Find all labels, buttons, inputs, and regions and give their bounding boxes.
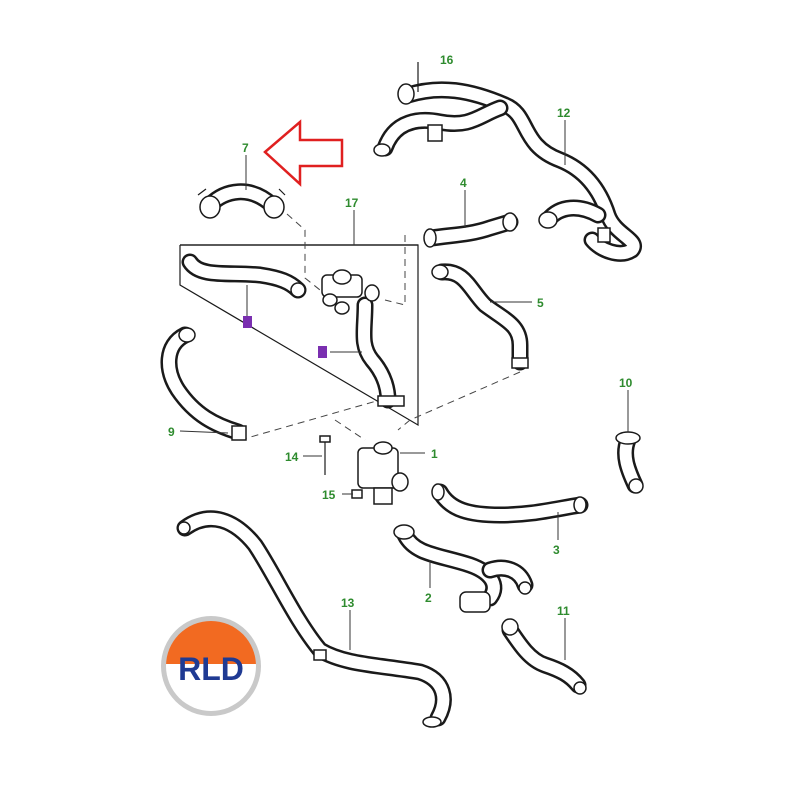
callout-12: 12 bbox=[557, 106, 571, 120]
hose-12 bbox=[373, 62, 643, 262]
marker-square-right bbox=[318, 346, 327, 358]
callout-11: 11 bbox=[557, 604, 570, 618]
hose-7 bbox=[197, 183, 286, 219]
callout-10: 10 bbox=[619, 376, 633, 390]
hose-2 bbox=[393, 524, 534, 613]
red-arrow-icon bbox=[263, 119, 344, 187]
callout-9: 9 bbox=[168, 425, 175, 439]
hose-9 bbox=[160, 326, 247, 441]
bolt-15 bbox=[351, 489, 363, 499]
logo-text: RLD bbox=[178, 651, 244, 687]
leader-lines bbox=[179, 120, 629, 660]
callout-4: 4 bbox=[460, 176, 467, 190]
hose-11 bbox=[501, 618, 587, 695]
callout-2: 2 bbox=[425, 591, 432, 605]
hose-13 bbox=[176, 510, 452, 728]
marker-square-left bbox=[243, 316, 252, 328]
callout-5: 5 bbox=[537, 296, 544, 310]
bolt-14 bbox=[319, 435, 331, 475]
callout-7: 7 bbox=[242, 141, 249, 155]
rld-logo: RLD bbox=[161, 616, 261, 716]
outlet-1 bbox=[357, 441, 409, 505]
hose-4 bbox=[423, 212, 519, 248]
hose-5 bbox=[431, 263, 529, 371]
callout-1: 1 bbox=[431, 447, 438, 461]
callout-17: 17 bbox=[345, 196, 359, 210]
callout-14: 14 bbox=[285, 450, 299, 464]
thermostat-housing-17 bbox=[181, 253, 405, 409]
callout-13: 13 bbox=[341, 596, 355, 610]
callout-3: 3 bbox=[553, 543, 560, 557]
callout-15: 15 bbox=[322, 488, 336, 502]
hose-3 bbox=[431, 483, 589, 524]
callout-16: 16 bbox=[440, 53, 454, 67]
hose-10 bbox=[615, 431, 644, 494]
